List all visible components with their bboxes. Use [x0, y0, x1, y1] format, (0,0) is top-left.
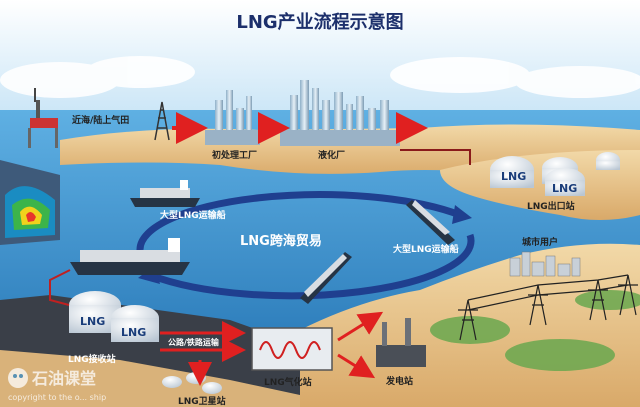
pipeline-unload [49, 269, 71, 306]
label-transport: 公路/铁路运输 [168, 337, 220, 347]
city-buildings [509, 251, 581, 277]
receiving-tank-label-1: LNG [80, 315, 105, 328]
offshore-platform [28, 88, 58, 148]
label-offshore: 近海/陆上气田 [72, 114, 129, 126]
clouds [0, 56, 640, 98]
pipeline-to-export [400, 149, 471, 165]
ship-top [130, 180, 200, 207]
label-city: 城市用户 [522, 236, 558, 248]
gasification-station [251, 327, 333, 371]
liquefaction-plant [280, 80, 400, 146]
label-liquefaction: 液化厂 [318, 149, 345, 161]
receiving-tank-label-2: LNG [121, 326, 146, 339]
export-tank-label-1: LNG [501, 170, 526, 183]
label-gasification: LNG气化站 [264, 376, 312, 388]
label-ship-top: 大型LNG运输船 [160, 209, 226, 221]
land-bottom-left-sand [0, 350, 300, 407]
watermark-sub: copyright to the o... ship [8, 393, 106, 402]
land-export [440, 150, 640, 220]
watermark: 石油课堂 copyright to the o... ship [8, 368, 106, 402]
receiving-tanks [69, 291, 159, 342]
drill-rig [154, 101, 170, 141]
ship-right [406, 200, 455, 245]
trade-cycle [136, 191, 475, 300]
label-power: 发电站 [385, 375, 413, 387]
pretreatment-plant [205, 90, 260, 145]
export-tank-label-2: LNG [552, 182, 577, 195]
label-trade: LNG跨海贸易 [240, 233, 322, 249]
export-tanks [490, 152, 620, 196]
label-satellite: LNG卫星站 [178, 395, 226, 407]
ship-left [70, 238, 190, 275]
label-pretreatment: 初处理工厂 [212, 149, 257, 161]
process-arrows-bottom [160, 311, 384, 386]
label-ship-right: 大型LNG运输船 [393, 243, 459, 255]
ship-center [300, 252, 352, 304]
watermark-brand: 石油课堂 [31, 369, 96, 388]
seafloor-block [0, 160, 60, 245]
label-receiving: LNG接收站 [68, 353, 116, 365]
power-plant [376, 318, 426, 367]
label-export: LNG出口站 [527, 200, 575, 212]
transmission-towers [458, 274, 638, 341]
page-title: LNG产业流程示意图 [236, 11, 403, 33]
